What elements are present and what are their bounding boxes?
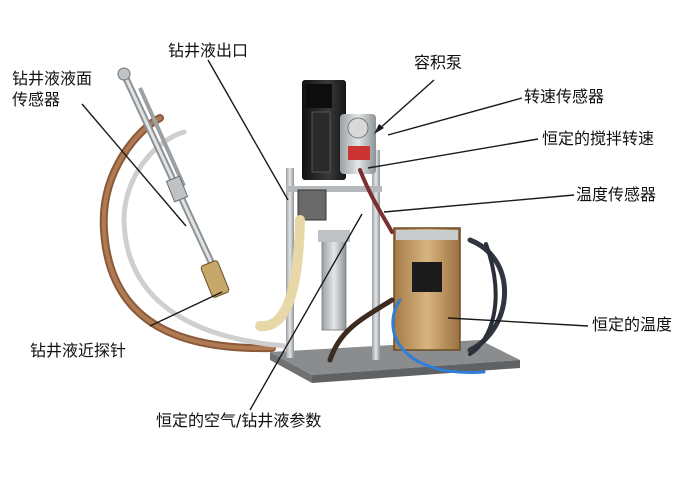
level-sensor-label-line2: 传感器: [12, 90, 61, 109]
leader-temp-sensor: [383, 194, 575, 213]
leader-outlet: [207, 59, 289, 201]
leader-proximity: [149, 291, 223, 327]
temp-sensor-label: 温度传感器: [576, 185, 657, 204]
leader-lines: [81, 59, 589, 411]
leader-pump: [377, 79, 435, 131]
proximity-probe-label: 钻井液近探针: [30, 341, 127, 360]
stir-tank: [393, 227, 461, 351]
speed-sensor-label: 转速传感器: [524, 87, 605, 106]
leader-level-sensor: [81, 103, 187, 227]
pump-label: 容积泵: [414, 53, 463, 72]
pump-assembly: [297, 80, 376, 221]
leader-speed-sensor: [387, 97, 523, 136]
leader-air-params: [249, 213, 363, 411]
level-sensor-label-line1: 钻井液液面: [12, 69, 93, 88]
outlet-label: 钻井液出口: [168, 41, 249, 60]
leader-stir: [367, 138, 539, 169]
leader-constant-temp: [447, 317, 589, 327]
constant-temp-label: 恒定的温度: [592, 315, 673, 334]
arrowhead-pump: [374, 124, 384, 134]
air-params-label: 恒定的空气/钻井液参数: [156, 411, 322, 430]
hoses: [99, 114, 507, 374]
side-column: [318, 230, 350, 331]
probe-rod: [117, 67, 230, 298]
constant-stir-label: 恒定的搅拌转速: [542, 129, 655, 148]
